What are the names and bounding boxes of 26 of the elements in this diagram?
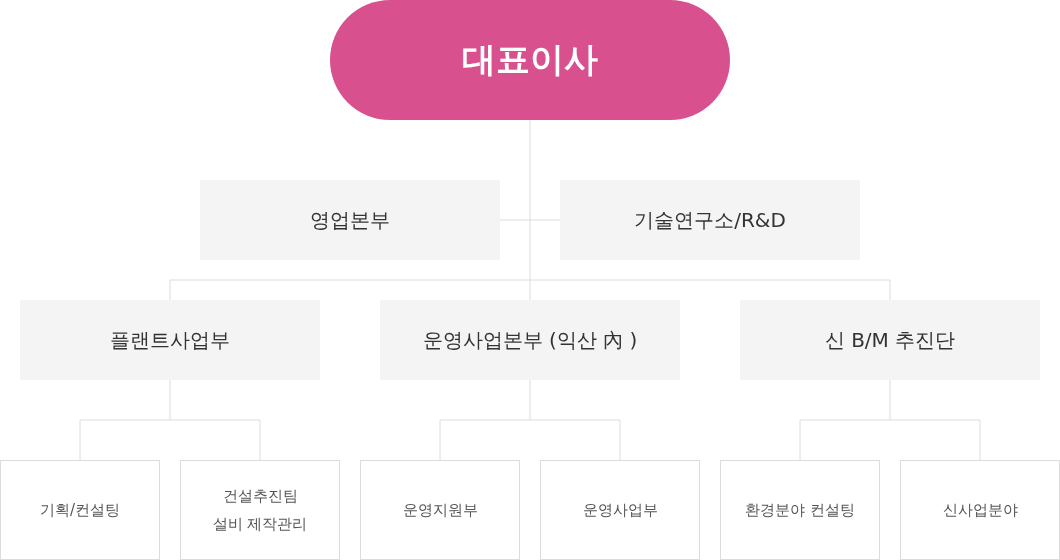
unit-name: 환경분야 컨설팅	[745, 499, 855, 521]
unit-name: 기획/컨설팅	[39, 499, 121, 521]
unit-name: 운영사업부	[582, 499, 658, 521]
connector-line	[889, 419, 981, 461]
team-box	[0, 460, 160, 560]
connector-line	[529, 279, 891, 301]
connector-line	[799, 419, 891, 461]
unit-name: 운영지원부	[402, 499, 478, 521]
unit-name: 신 B/M 추진단	[824, 326, 956, 354]
team-box	[900, 460, 1060, 560]
connector-line	[169, 419, 261, 461]
unit-name: 신사업분야	[942, 499, 1018, 521]
team-box	[360, 460, 520, 560]
unit-name: 기술연구소/R&D	[634, 206, 786, 234]
unit-name: 대표이사	[462, 38, 598, 81]
team-box	[720, 460, 880, 560]
connector-line	[169, 279, 531, 301]
team-box	[180, 460, 340, 560]
connector-line	[439, 419, 531, 461]
team-box	[540, 460, 700, 560]
unit-name: 플랜트사업부	[110, 326, 230, 354]
connector-line	[79, 419, 171, 461]
unit-name: 영업본부	[310, 206, 390, 234]
unit-name: 건설추진팀 설비 제작관리	[211, 485, 309, 535]
unit-name: 운영사업본부 (익산 內 )	[422, 326, 638, 354]
connector-line	[529, 419, 621, 461]
